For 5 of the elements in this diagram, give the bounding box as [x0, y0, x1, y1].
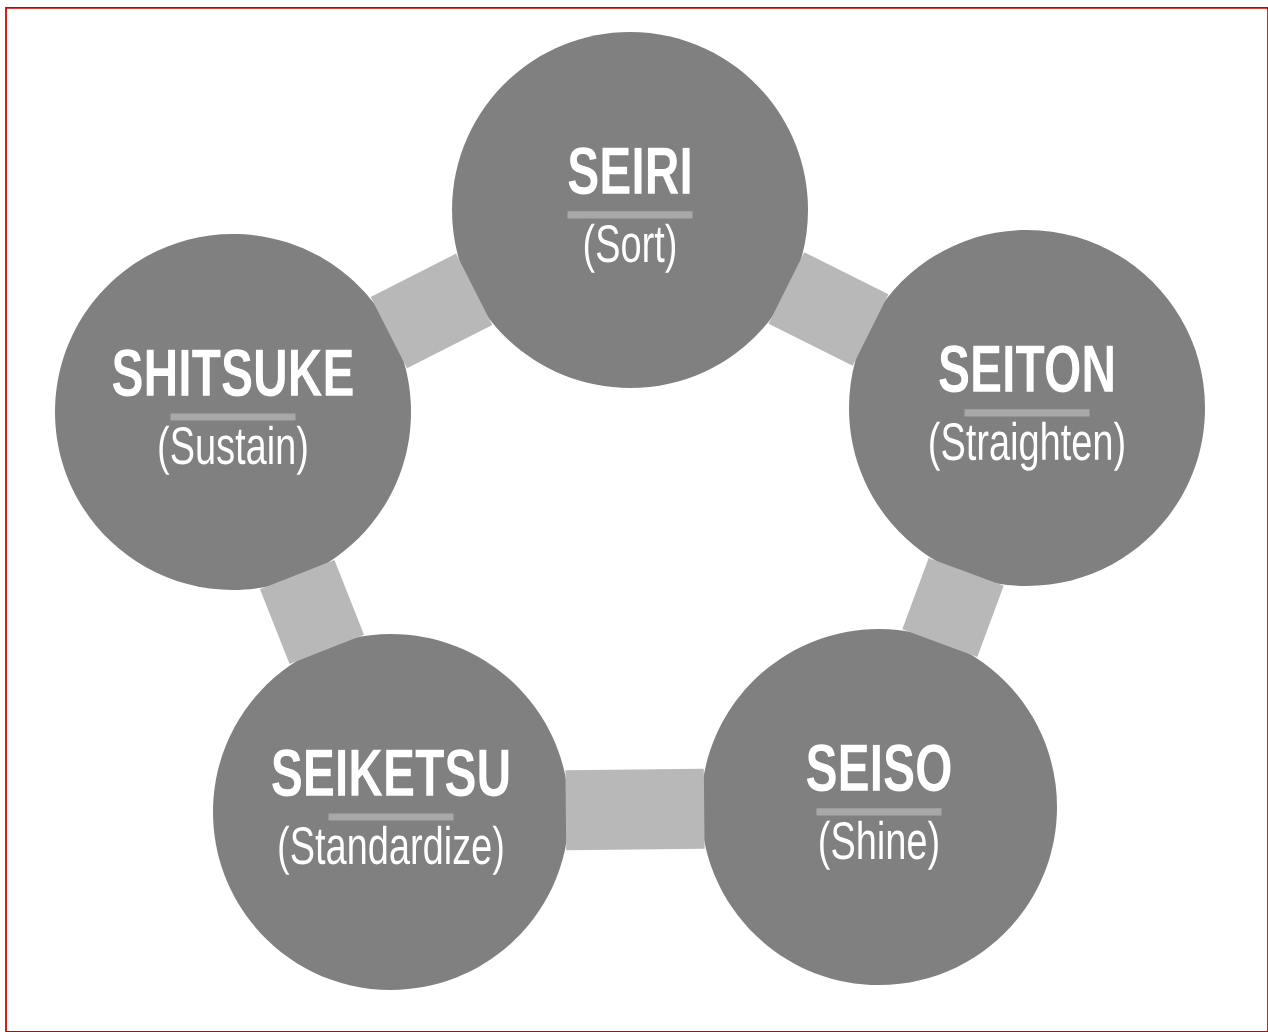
connector-band: [260, 559, 364, 665]
connector-band: [565, 768, 705, 851]
connector-band: [902, 558, 1004, 658]
connector-band: [370, 253, 493, 369]
connector-band: [768, 252, 889, 366]
